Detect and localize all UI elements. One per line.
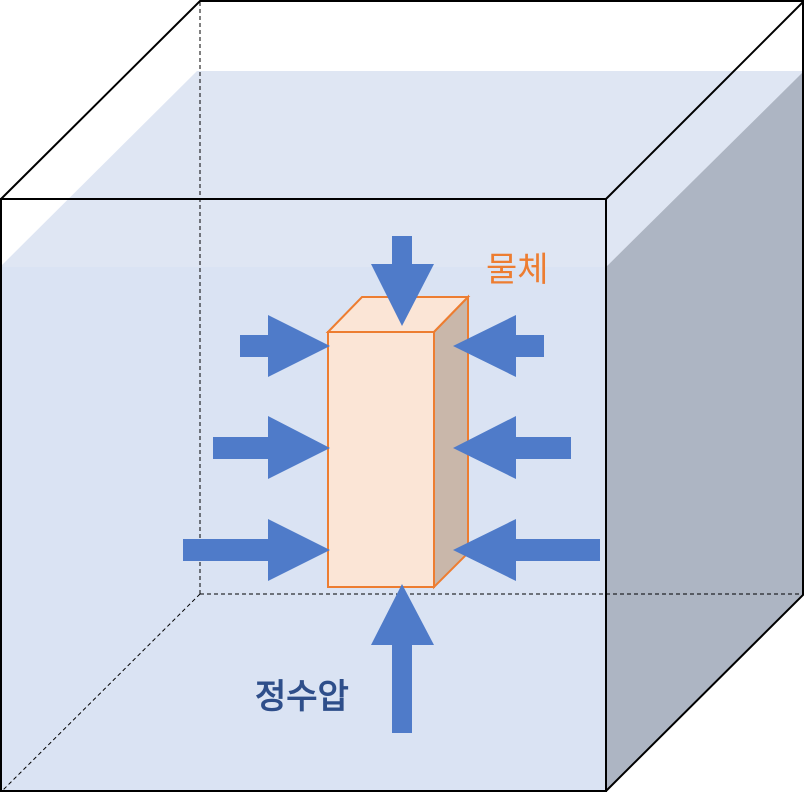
object-front-face	[327, 331, 435, 588]
arrow-icon	[213, 416, 330, 479]
tank-bottom-diagonal-edge	[1, 593, 201, 792]
arrow-icon	[371, 584, 434, 733]
tank-front-edge	[0, 198, 607, 792]
submerged-object	[325, 294, 471, 590]
water-top-surface	[0, 71, 804, 267]
arrow-icon	[183, 519, 330, 581]
arrow-icon	[453, 519, 600, 581]
tank-bottom-right-diagonal	[605, 593, 804, 792]
object-label: 물체	[486, 250, 549, 290]
arrow-icon	[240, 315, 330, 377]
tank-top-edge	[0, 0, 804, 200]
object-side-face	[433, 294, 469, 590]
arrow-icon	[453, 416, 571, 479]
water-right-face	[606, 71, 804, 791]
arrow-icon	[453, 315, 544, 377]
arrow-icon	[371, 236, 434, 326]
tank-top-right-diagonal	[605, 0, 804, 200]
hydrostatic-pressure-label: 정수압	[255, 677, 349, 717]
pressure-arrows	[183, 236, 600, 733]
